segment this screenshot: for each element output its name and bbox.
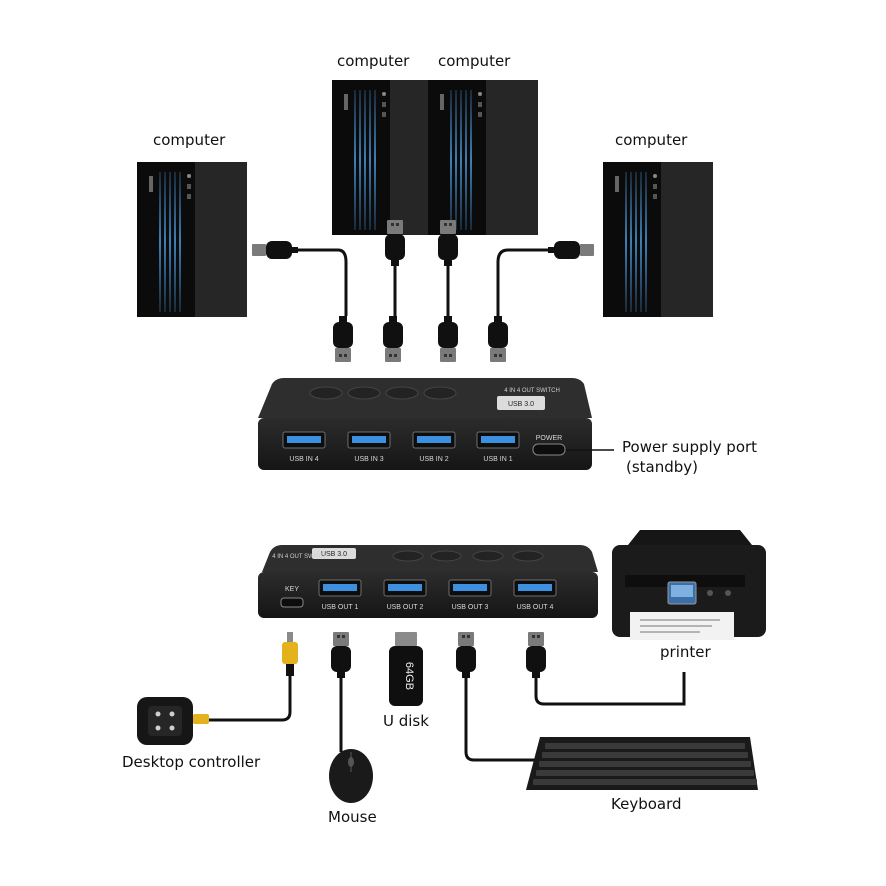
label-desktop-controller: Desktop controller xyxy=(122,753,261,771)
label-computer-2: computer xyxy=(337,52,410,70)
label-computer-3: computer xyxy=(438,52,511,70)
port-usb-in-3[interactable] xyxy=(347,431,391,449)
port-usb-out-3[interactable] xyxy=(448,579,492,597)
port-label-out-3: USB OUT 3 xyxy=(452,604,489,611)
usb-plug-computer-1 xyxy=(252,241,298,259)
port-usb-out-4[interactable] xyxy=(513,579,557,597)
port-usb-out-1[interactable] xyxy=(318,579,362,597)
port-usb-in-1[interactable] xyxy=(476,431,520,449)
usb-stick: 64GB xyxy=(389,632,423,706)
computer-1-tower xyxy=(137,162,247,317)
port-label-out-1: USB OUT 1 xyxy=(322,604,359,611)
key-port[interactable] xyxy=(280,597,304,608)
device-title-top: 4 IN 4 OUT SWITCH xyxy=(504,388,560,394)
label-keyboard: Keyboard xyxy=(611,795,682,813)
usb-plug-printer xyxy=(526,632,546,678)
port-label-in-2: USB IN 2 xyxy=(419,456,448,463)
computer-4-tower xyxy=(603,162,713,317)
usb-plug-computer-4 xyxy=(548,241,594,259)
port-label-in-4: USB IN 4 xyxy=(289,456,318,463)
port-usb-out-2[interactable] xyxy=(383,579,427,597)
controller-cable xyxy=(206,676,292,722)
port-usb-in-2[interactable] xyxy=(412,431,456,449)
usb-plug-in-4 xyxy=(333,316,353,362)
label-computer-4: computer xyxy=(615,131,688,149)
mouse xyxy=(329,749,373,803)
usb-stick-capacity: 64GB xyxy=(403,662,415,690)
usb-switch-top: USB 3.0 4 IN 4 OUT SWITCH USB IN 4 USB I… xyxy=(258,378,592,470)
label-u-disk: U disk xyxy=(383,712,429,730)
usb3-badge-bottom-text: USB 3.0 xyxy=(321,551,347,558)
power-port[interactable] xyxy=(532,443,566,456)
port-usb-in-4[interactable] xyxy=(282,431,326,449)
usb-plug-in-2 xyxy=(438,316,458,362)
usb3-badge-top-text: USB 3.0 xyxy=(508,401,534,408)
label-mouse: Mouse xyxy=(328,808,377,826)
usb-plug-computer-3 xyxy=(438,220,458,266)
power-label: POWER xyxy=(536,435,562,442)
usb-plug-computer-2 xyxy=(385,220,405,266)
key-label: KEY xyxy=(285,586,299,593)
top-cables xyxy=(298,248,548,316)
usb-plug-mouse xyxy=(331,632,351,678)
printer xyxy=(612,530,766,640)
computer-2-tower xyxy=(332,80,442,235)
controller-plug xyxy=(282,632,298,676)
usb-switch-bottom: USB 3.0 4 IN 4 OUT SWITCH KEY USB OUT 1 … xyxy=(258,545,598,618)
usb3-badge-top xyxy=(497,396,545,410)
label-printer: printer xyxy=(660,643,711,661)
port-label-in-1: USB IN 1 xyxy=(483,456,512,463)
label-power-port: Power supply port xyxy=(622,438,758,456)
computer-3-tower xyxy=(428,80,538,235)
label-computer-1: computer xyxy=(153,131,226,149)
desktop-controller xyxy=(137,697,209,745)
keyboard xyxy=(526,737,758,790)
port-label-in-3: USB IN 3 xyxy=(354,456,383,463)
port-label-out-4: USB OUT 4 xyxy=(517,604,554,611)
usb-plug-keyboard xyxy=(456,632,476,678)
usb3-badge-bottom xyxy=(312,548,356,559)
device-title-bottom: 4 IN 4 OUT SWITCH xyxy=(272,554,328,560)
usb-plug-in-3 xyxy=(383,316,403,362)
bottom-cables xyxy=(339,672,686,762)
label-power-standby: (standby) xyxy=(626,458,699,476)
usb-plug-in-1 xyxy=(488,316,508,362)
port-label-out-2: USB OUT 2 xyxy=(387,604,424,611)
